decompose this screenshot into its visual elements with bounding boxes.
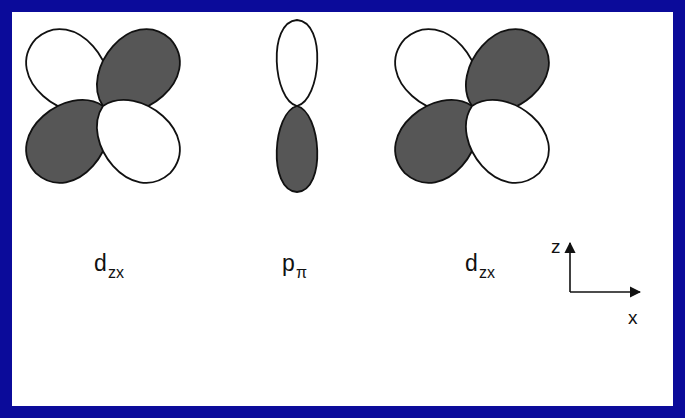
orbital-letter: d (94, 252, 107, 275)
orbital-lobe (447, 81, 564, 198)
orbital-letter: d (465, 252, 478, 275)
axis-label: x (628, 308, 638, 327)
orbital-subscript: zx (479, 265, 495, 281)
orbital-subscript: π (296, 265, 307, 281)
orbital-lobe (277, 20, 318, 106)
orbital-letter: p (282, 252, 295, 275)
axis-label: z (551, 237, 561, 256)
z-axis-arrow (569, 243, 571, 292)
orbital-lobe (277, 106, 318, 192)
orbital-subscript: zx (108, 265, 124, 281)
orbital-lobe (78, 81, 195, 198)
x-axis-arrow (570, 291, 640, 293)
